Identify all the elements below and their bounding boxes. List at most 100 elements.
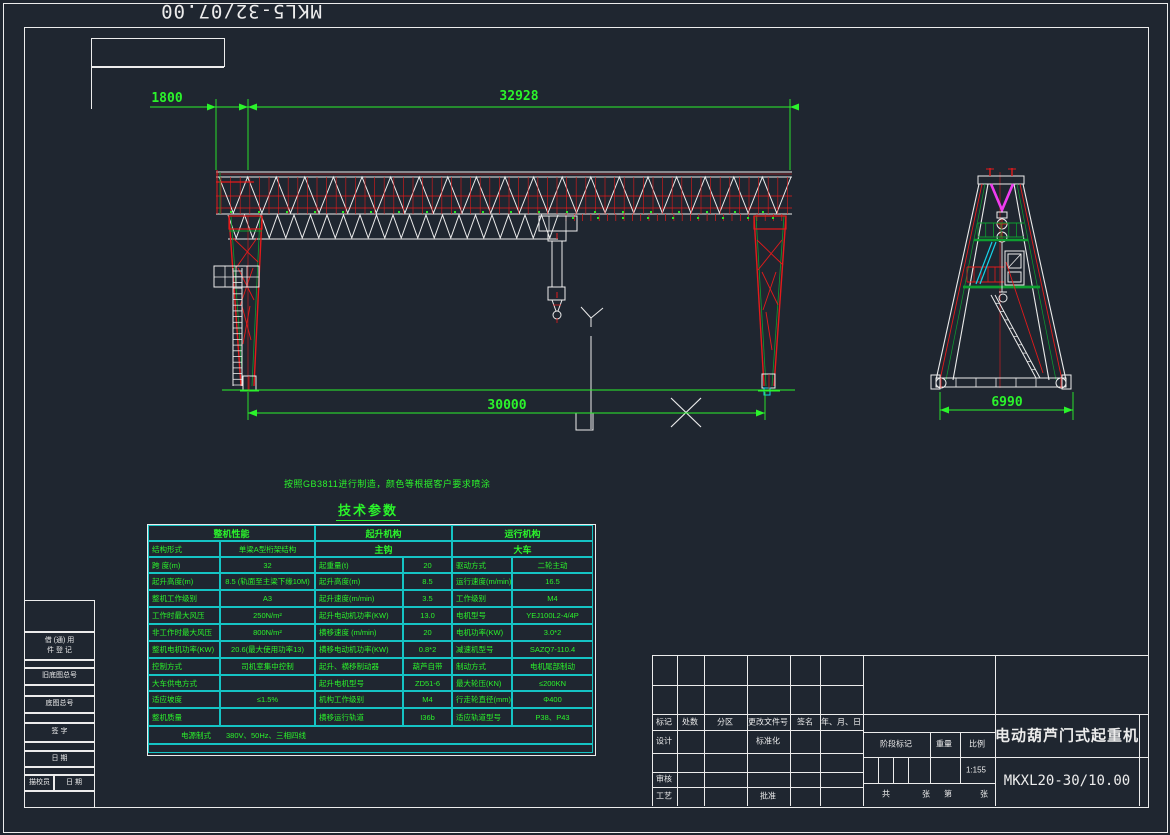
spec-cell-r4-c3: 20 (403, 624, 452, 641)
spec-cell-r3-c1: 250N/m² (220, 607, 315, 624)
spec-cell-r6-c3: 葫芦自带 (403, 658, 452, 675)
titleblock-vline (995, 655, 996, 806)
spec-cell-r0-c4: 驱动方式 (452, 557, 512, 573)
spec-cell-r4-c4: 电机功率(KW) (452, 624, 512, 641)
spec-sub-structure: 结构形式 (148, 541, 220, 557)
titleblock-vline (908, 757, 909, 783)
tb-rev-sign: 签名 (797, 717, 813, 727)
titleblock-hline (652, 655, 1148, 656)
spec-cell-r8-c0: 适应坡度 (148, 691, 220, 708)
spec-cell-r7-c2: 起升电机型号 (315, 675, 403, 691)
spec-cell-r5-c2: 横移电动机功率(KW) (315, 641, 403, 658)
spec-cell-r3-c5: YEJ100L2-4/4P (512, 607, 593, 624)
tb-standardize: 标准化 (756, 736, 780, 746)
corner-title-box (91, 38, 225, 67)
spec-cell-r5-c0: 整机电机功率(KW) (148, 641, 220, 658)
spec-cell-r7-c1 (220, 675, 315, 691)
titleblock-hline (652, 787, 863, 788)
spec-cell-r8-c3: M4 (403, 691, 452, 708)
spec-table-outline (147, 524, 596, 756)
titleblock-vline (652, 655, 653, 806)
spec-cell-r5-c1: 20.6(最大使用功率13) (220, 641, 315, 658)
spec-cell-r4-c5: 3.0*2 (512, 624, 593, 641)
titleblock-vline (677, 655, 678, 806)
spec-cell-r7-c0: 大车供电方式 (148, 675, 220, 691)
spec-cell-r9-c2: 横移运行轨道 (315, 708, 403, 726)
titleblock-vline (790, 655, 791, 806)
tb-scale-label: 比例 (969, 739, 985, 749)
spec-cell-r0-c3: 20 (403, 557, 452, 573)
tb-process: 工艺 (656, 791, 672, 801)
spec-cell-r9-c5: P38、P43 (512, 708, 593, 726)
tb-rev-count: 处数 (682, 717, 698, 727)
titleblock-vline (960, 732, 961, 783)
spec-cell-r0-c0: 跨 度(m) (148, 557, 220, 573)
titleblock-hline (863, 757, 1148, 758)
spec-cell-r1-c4: 运行速度(m/min) (452, 573, 512, 590)
spec-cell-r5-c4: 减速机型号 (452, 641, 512, 658)
tb-sheet-no-unit: 张 (980, 789, 988, 799)
spec-cell-r1-c2: 起升高度(m) (315, 573, 403, 590)
tb-sheet-total-unit: 张 (922, 789, 930, 799)
spec-sub-gantry: 大车 (452, 541, 593, 557)
titleblock-vline (930, 732, 931, 783)
spec-cell-r0-c1: 32 (220, 557, 315, 573)
spec-cell-r1-c0: 起升高度(m) (148, 573, 220, 590)
spec-cell-r9-c4: 适应轨道型号 (452, 708, 512, 726)
titleblock-vline (747, 655, 748, 806)
inner-border (24, 27, 1149, 808)
spec-cell-r0-c2: 起重量(t) (315, 557, 403, 573)
dim-label-overall-length: 32928 (499, 89, 539, 104)
spec-cell-r2-c0: 整机工作级别 (148, 590, 220, 607)
tb-product-name: 电动葫芦门式起重机 (994, 727, 1140, 745)
tb-audit: 审核 (656, 774, 672, 784)
outer-border (3, 3, 1168, 833)
spec-cell-r1-c5: 16.5 (512, 573, 593, 590)
dim-label-base-width: 6990 (991, 395, 1023, 410)
spec-cell-r7-c3: ZD51-6 (403, 675, 452, 691)
titleblock-hline (652, 730, 863, 731)
spec-cell-r6-c4: 制动方式 (452, 658, 512, 675)
spec-cell-r2-c4: 工作级别 (452, 590, 512, 607)
spec-cell-r9-c0: 整机质量 (148, 708, 220, 726)
spec-sub-structure-value: 单梁A型桁架结构 (220, 541, 315, 557)
spec-cell-r8-c1: ≤1.5% (220, 691, 315, 708)
spec-cell-r7-c4: 最大轮压(KN) (452, 675, 512, 691)
spec-group-hoist: 起升机构 (315, 525, 452, 541)
spec-cell-r1-c1: 8.5 (轨面至主梁下缘10M) (220, 573, 315, 590)
spec-table-title: 技术参数 (335, 500, 401, 521)
tb-rev-docno: 更改文件号 (748, 717, 788, 727)
spec-power-row: 电源制式 380V、50Hz、三相四线 (148, 726, 593, 744)
spec-cell-r7-c5: ≤200KN (512, 675, 593, 691)
spec-cell-r4-c0: 非工作时最大风压 (148, 624, 220, 641)
tb-design: 设计 (656, 736, 672, 746)
left-cell-tracer-date: 日 期 (53, 774, 95, 792)
tb-sheet-no-label: 第 (944, 789, 952, 799)
spec-cell-r8-c5: Φ400 (512, 691, 593, 708)
spec-cell-r3-c3: 13.0 (403, 607, 452, 624)
tb-model-number: MKXL20-30/10.00 (1003, 773, 1131, 789)
spec-cell-r1-c3: 8.5 (403, 573, 452, 590)
spec-cell-r2-c2: 起升速度(m/min) (315, 590, 403, 607)
spec-cell-r3-c2: 起升电动机功率(KW) (315, 607, 403, 624)
titleblock-hline (652, 753, 863, 754)
tb-stage-mark: 阶段标记 (880, 739, 912, 749)
spec-cell-r3-c4: 电机型号 (452, 607, 512, 624)
tb-sheet-total-label: 共 (882, 789, 890, 799)
spec-cell-r9-c3: I36b (403, 708, 452, 726)
titleblock-vline (878, 757, 879, 783)
titleblock-hline (652, 714, 1148, 715)
spec-cell-r9-c1 (220, 708, 315, 726)
manufacture-note: 按照GB3811进行制造，颜色等根据客户要求喷涂 (284, 479, 491, 489)
titleblock-vline (863, 655, 864, 806)
spec-cell-r4-c2: 横移速度 (m/min) (315, 624, 403, 641)
titleblock-vline (704, 655, 705, 806)
spec-cell-r0-c5: 二轮主动 (512, 557, 593, 573)
titleblock-hline (652, 685, 863, 686)
titleblock-vline (893, 757, 894, 783)
spec-cell-r5-c5: SAZQ7-110.4 (512, 641, 593, 658)
tb-scale-value: 1:155 (965, 765, 987, 775)
tb-rev-date: 年、月、日 (821, 717, 861, 727)
